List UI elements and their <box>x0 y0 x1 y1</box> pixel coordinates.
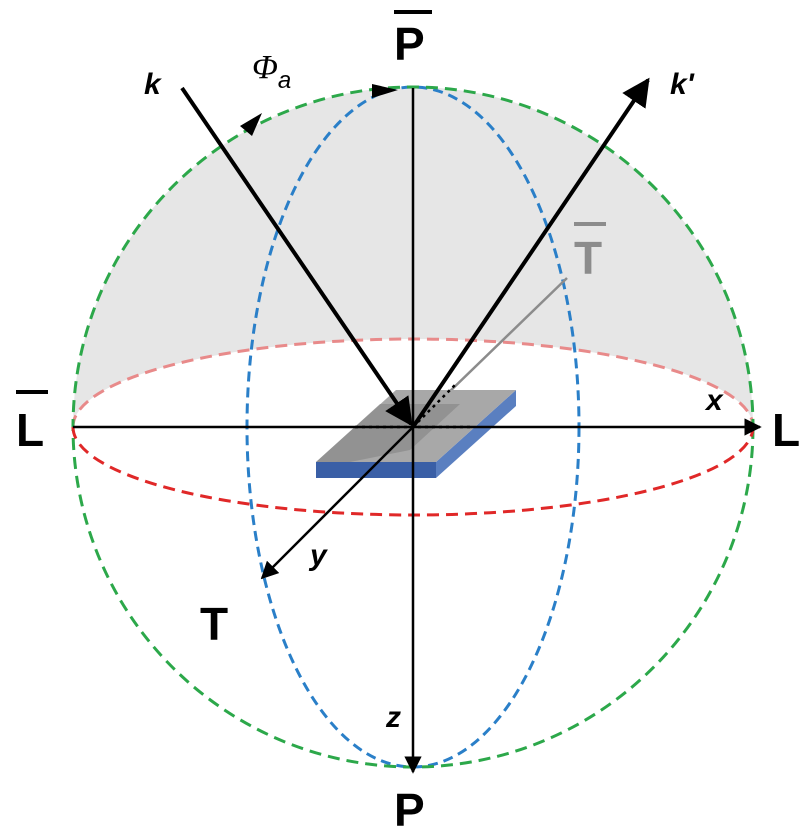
sample-plate <box>316 390 516 478</box>
label-x-axis: x <box>704 384 724 417</box>
incident-beam-arrow <box>180 86 413 427</box>
label-p-bar: P <box>394 18 425 70</box>
reflected-beam-arrow <box>411 77 650 429</box>
label-z-axis: z <box>385 701 401 734</box>
label-l-bar: L <box>16 404 44 456</box>
label-p: P <box>394 784 425 836</box>
label-k-incident: k <box>144 68 162 101</box>
label-t: T <box>200 598 228 650</box>
label-t-bar: T <box>574 232 602 284</box>
angle-arrowhead-left <box>240 113 262 136</box>
angle-arrowhead-top <box>372 84 398 98</box>
y-axis-line <box>260 426 414 580</box>
label-k-reflected: k' <box>670 68 695 101</box>
label-angle: Φa <box>252 49 291 94</box>
label-l: L <box>772 404 800 456</box>
label-y-axis: y <box>308 539 328 572</box>
angle-subscript: a <box>278 67 291 94</box>
angle-symbol: Φ <box>252 49 278 86</box>
